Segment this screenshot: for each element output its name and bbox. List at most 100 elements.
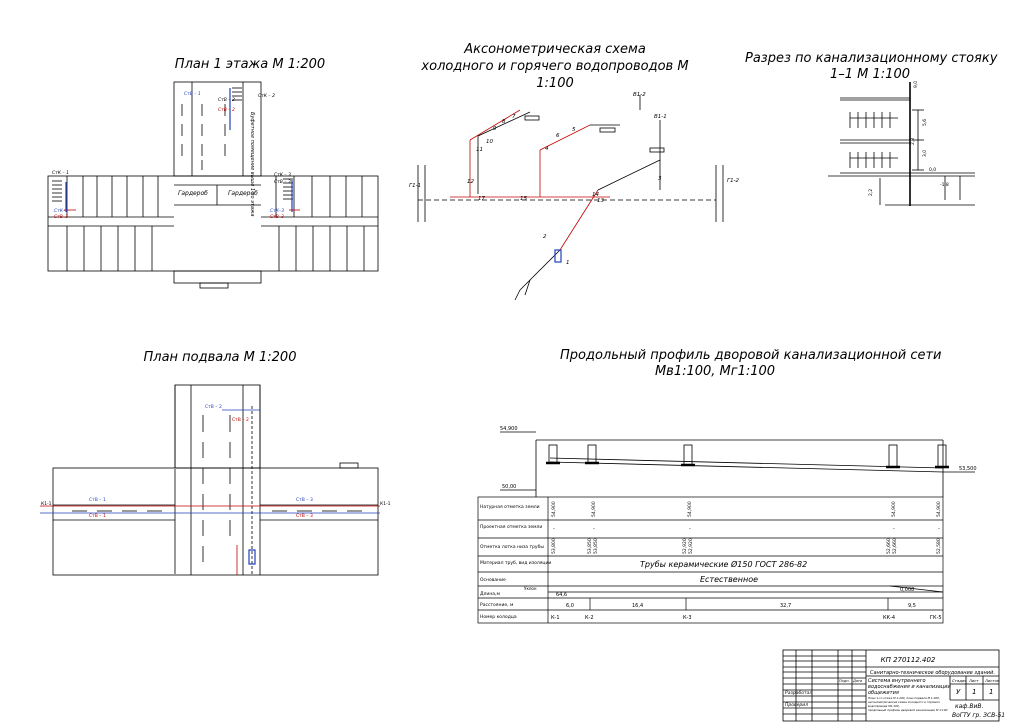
section-level-0-0: 0,0: [929, 167, 936, 173]
invert-mark-4: 52,920: [682, 538, 688, 554]
axon-outlet-v1-1: В1-1: [654, 114, 667, 120]
bsm-riser-stv1-a: СтВ – 1: [89, 497, 106, 503]
axon-title-line3: 1:100: [536, 76, 574, 91]
room-label-wardrobe-1: Гардероб: [178, 190, 208, 197]
section-title-line2: 1–1 М 1:100: [830, 67, 910, 82]
distance-4: 9,5: [908, 603, 916, 609]
row-header-distance: Расстояние, м: [480, 602, 513, 608]
stamp-stage: У: [956, 688, 961, 696]
invert-mark-5: 52,920: [688, 538, 694, 554]
profile-datum: 50,00: [502, 484, 516, 490]
riser-tag-stk1: СтК – 1: [52, 170, 69, 176]
stamp-org: ВоГТУ гр. ЗСВ-51: [952, 712, 1005, 719]
axon-outlet-g1-2: Г1-2: [727, 178, 740, 184]
bsm-riser-stv2-b: СтВ – 2: [232, 417, 249, 423]
row-header-material: Материал труб, вид изоляции: [480, 560, 551, 566]
well-2: К-2: [585, 615, 594, 621]
outlet-tag-stk3: СтК–3: [270, 208, 284, 214]
invert-mark-2: 53,850: [587, 538, 593, 554]
stamp-doc-code: КП 270112.402: [881, 656, 936, 664]
floor1-plan: [47, 81, 379, 289]
axon-title-line2: холодного и горячего водопроводов М: [421, 59, 689, 74]
invert-mark-3: 53,850: [593, 538, 599, 554]
axon-scheme: [417, 95, 724, 301]
row-header-base: Основание: [480, 577, 506, 583]
title-block: [782, 649, 1000, 722]
well-4: КК-4: [883, 615, 895, 621]
stamp-title-1: Система внутреннего: [868, 678, 926, 684]
stamp-hdr-sign: Подп.: [839, 679, 850, 683]
natural-mark-5: 54,900: [936, 501, 942, 517]
natural-mark-3: 54,900: [687, 501, 693, 517]
axon-outlet-v1-2: В1-2: [633, 92, 646, 98]
section-level-2-8: 2,8: [910, 138, 916, 145]
row-header-well: Номер колодца: [480, 614, 517, 620]
outlet-tag-stv3: СтВ–3: [270, 214, 284, 220]
axon-node-17: 17: [478, 196, 485, 202]
axon-node-5: 5: [572, 127, 576, 133]
invert-mark-6: 52,660: [886, 538, 892, 554]
section-labels: 9,0 5,6 3,0 2,8 2,2 -1,8 0,0: [868, 81, 949, 196]
design-mark-2: -: [593, 526, 595, 532]
profile-graphic: [500, 431, 975, 497]
axon-title-line1: Аксонометрическая схема: [464, 42, 646, 57]
riser-tag-stv1: СтВ – 1: [184, 91, 201, 97]
profile-title-line2: Мв1:100, Мг1:100: [654, 364, 776, 379]
distance-3: 32,7: [780, 603, 791, 609]
axon-node-6: 6: [556, 133, 560, 139]
outlet-tag-stk1: СтК–1: [54, 208, 68, 214]
stamp-hdr-date: Дата: [852, 679, 862, 683]
stamp-sheets: 1: [989, 688, 993, 696]
stamp-note-2: аксонометрическая схема холодного и горя…: [868, 700, 940, 704]
well-1: К-1: [551, 615, 560, 621]
natural-mark-4: 54,900: [891, 501, 897, 517]
profile-table: [477, 496, 944, 624]
axon-node-12: 12: [467, 179, 474, 185]
profile-top-elevation: 54,900: [500, 426, 518, 432]
axon-labels: Г1-1 Г1-2 В1-1 В1-2 17 15 14 13 12 11 10…: [409, 92, 740, 266]
design-mark-3: -: [689, 526, 691, 532]
pipe-material: Трубы керамические Ø150 ГОСТ 286-82: [640, 559, 807, 569]
profile-end-elevation: 53,500: [959, 466, 977, 472]
section-title-line1: Разрез по канализационному стояку: [745, 51, 998, 66]
riser-tag-stv3: СтВ – 3: [274, 179, 291, 185]
natural-mark-2: 54,900: [591, 501, 597, 517]
axon-node-13: 13: [597, 198, 604, 204]
stamp-role-checked: Проверил: [785, 702, 808, 708]
axon-node-8: 8: [502, 119, 506, 125]
invert-mark-7: 52,660: [892, 538, 898, 554]
section-level-3-0: 3,0: [922, 150, 928, 157]
section-level-9-0: 9,0: [913, 81, 919, 88]
stamp-col-sheets: Листов: [984, 678, 1000, 683]
axon-node-3: 3: [658, 176, 662, 182]
axon-node-14: 14: [592, 192, 599, 198]
distance-2: 16,4: [632, 603, 643, 609]
row-header-design: Проектная отметка земли: [480, 524, 542, 530]
bsm-outlet-k1-left: К1-1: [41, 501, 52, 507]
axon-outlet-g1-1: Г1-1: [409, 183, 421, 189]
profile-labels: 54,900 50,00 53,500 Натурная отметка зем…: [480, 426, 977, 621]
stamp-title-2: водоснабжения и канализации: [868, 684, 951, 690]
basement-plan-title: План подвала М 1:200: [143, 350, 297, 365]
axon-node-9: 9: [493, 126, 497, 132]
basement-plan: [40, 384, 380, 576]
section-drawing: [828, 82, 975, 206]
design-mark-5: -: [938, 526, 940, 532]
axon-node-10: 10: [486, 139, 493, 145]
section-level-m1-8: -1,8: [940, 182, 949, 188]
slope-header: Уклон: [524, 586, 537, 591]
axon-node-1: 1: [566, 260, 570, 266]
stamp-dept: каф.ВиВ.: [955, 703, 983, 710]
stamp-note-4: продольный профиль дворовой канализации …: [868, 708, 948, 712]
stamp-sheet: 1: [972, 688, 976, 696]
axon-node-4: 4: [545, 146, 549, 152]
axon-node-7: 7: [512, 114, 516, 120]
stamp-note-1: План 1-го этажа М 1:200, план подвала М …: [868, 696, 940, 700]
design-mark-4: -: [893, 526, 895, 532]
bsm-riser-stv1-b: СтВ – 1: [89, 513, 106, 519]
riser-tag-stk2: СтК – 2: [258, 93, 275, 99]
axon-node-2: 2: [543, 234, 547, 240]
well-5: ГК-5: [930, 615, 942, 621]
riser-tag-stv2b: СтВ – 2: [218, 107, 235, 113]
